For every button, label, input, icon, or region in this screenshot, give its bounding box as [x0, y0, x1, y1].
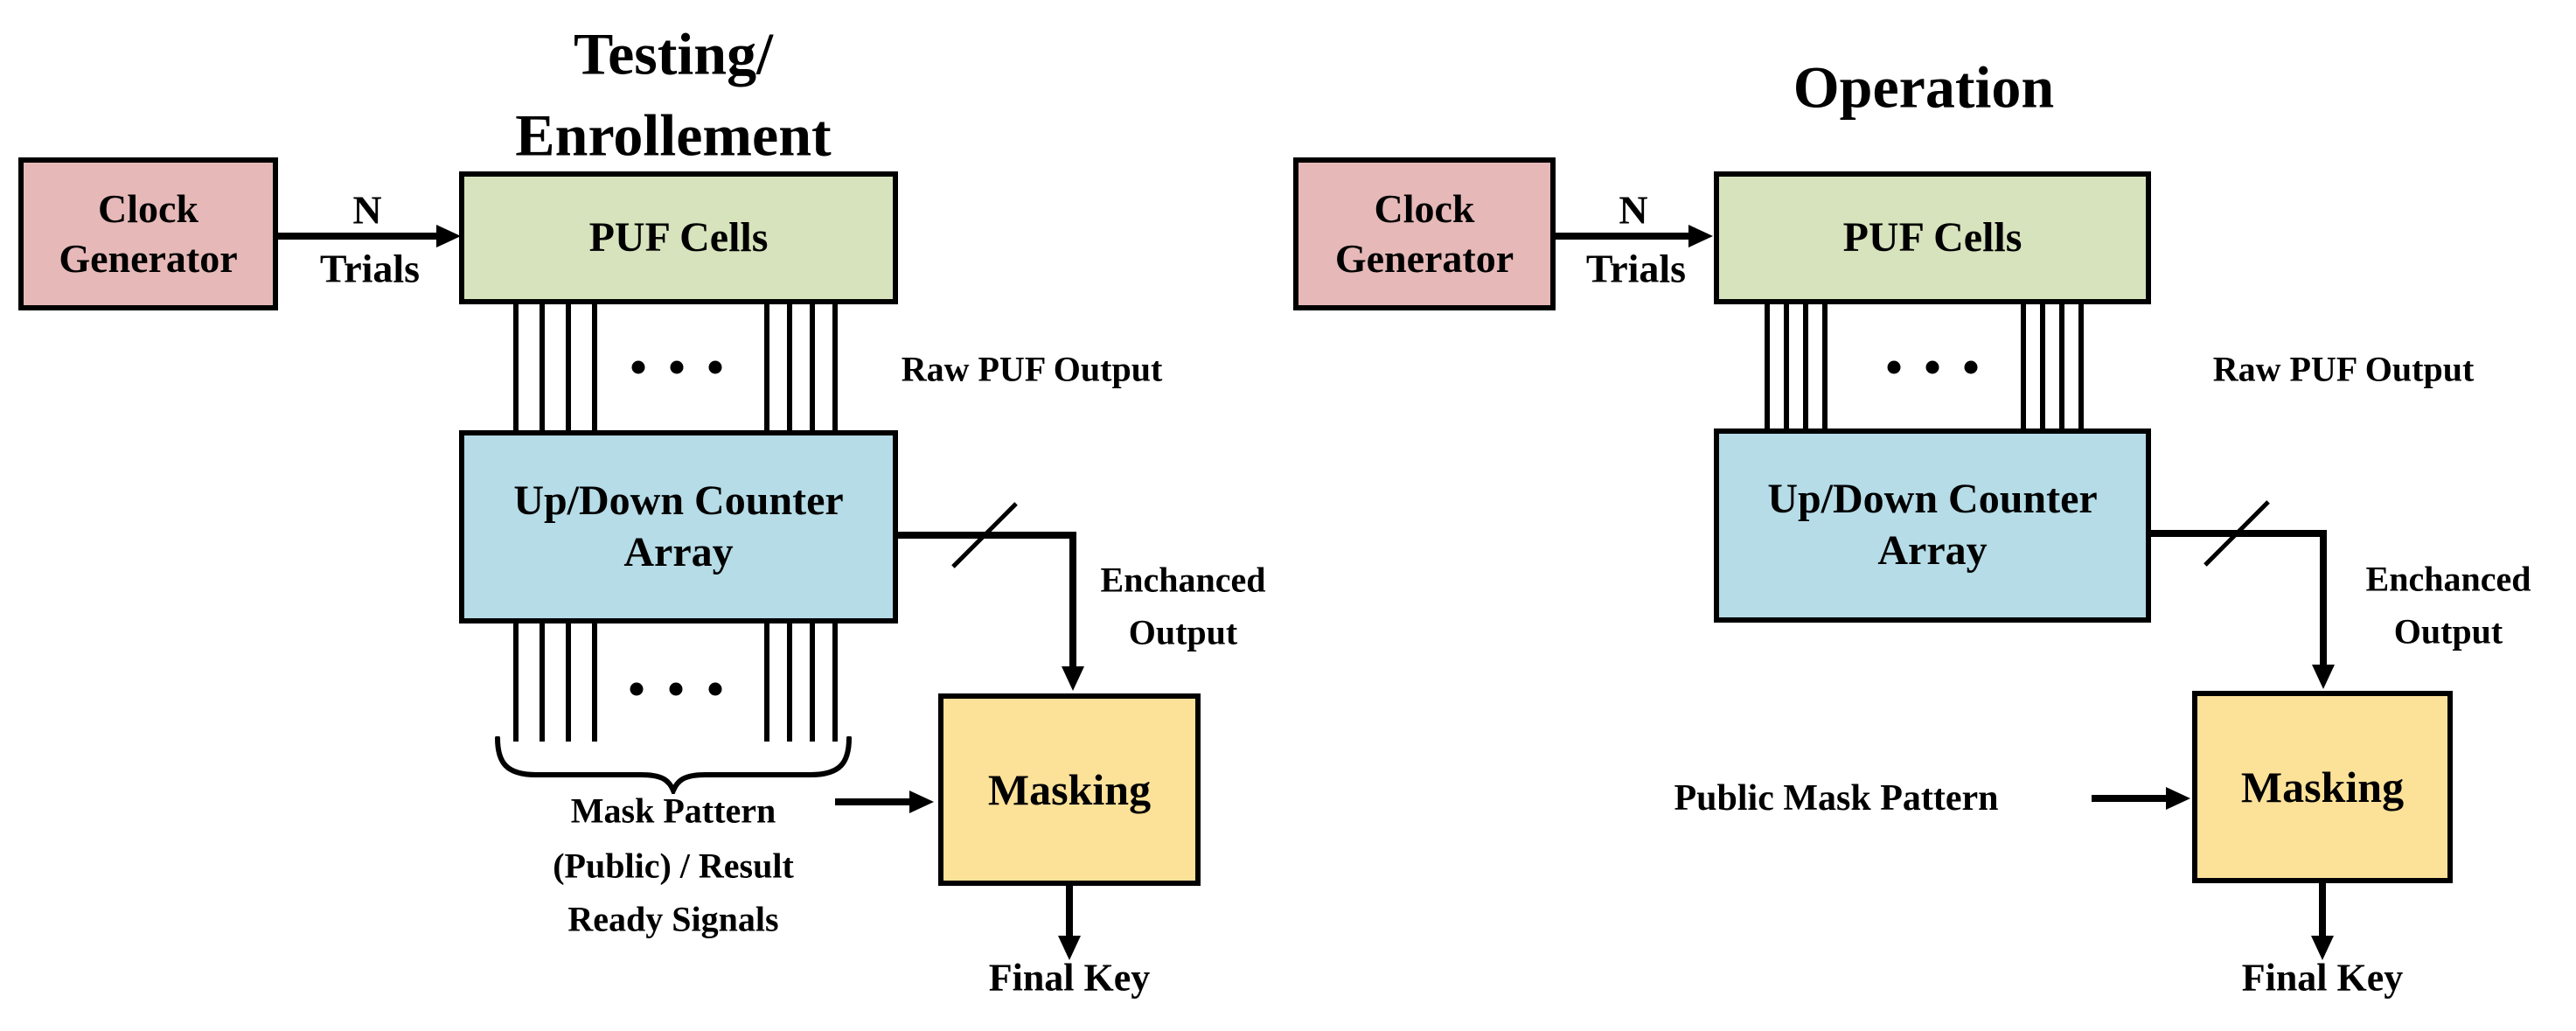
ellipsis-dot: [1964, 360, 1978, 374]
bus-line: [540, 623, 545, 742]
masking-label: Masking: [2240, 762, 2405, 812]
counter-label-line1: Up/Down Counter: [513, 477, 844, 524]
bus-line: [832, 623, 838, 742]
bus-line: [764, 623, 769, 742]
ellipsis-dot: [631, 360, 645, 374]
counter-label-line1: Up/Down Counter: [1767, 476, 2098, 523]
ellipsis-dot: [669, 682, 683, 696]
mask-pattern-label-line3: Ready Signals: [567, 899, 779, 939]
raw-puf-output-label: Raw PUF Output: [901, 349, 1163, 389]
right-panel-title: Operation: [1793, 53, 2055, 121]
ellipsis-dot: [1925, 360, 1939, 374]
bus-line: [1784, 304, 1789, 428]
bus-line: [540, 304, 545, 430]
masking-box: Masking: [2192, 691, 2453, 883]
enhanced-output-arrow-vsegment: [2320, 530, 2327, 668]
enhanced-output-label-line1: Enchanced: [1100, 560, 1266, 600]
left-panel-title-line2: Enrollement: [515, 101, 832, 169]
trials-label: Trials: [1585, 246, 1687, 291]
clock-generator-box: Clock Generator: [18, 157, 278, 310]
bus-line: [810, 304, 815, 430]
raw-puf-output-label: Raw PUF Output: [2212, 349, 2475, 389]
ellipsis-dot: [708, 360, 722, 374]
left-panel-title-line1: Testing/: [573, 20, 774, 87]
bus-line: [787, 304, 792, 430]
underbrace-icon: [495, 736, 852, 794]
puf-cells-label: PUF Cells: [1842, 213, 2023, 261]
masking-label: Masking: [987, 764, 1152, 814]
clock-generator-label-line2: Generator: [59, 235, 238, 281]
enhanced-output-label-line1: Enchanced: [2365, 559, 2531, 599]
trials-label: Trials: [319, 246, 421, 291]
mask-pattern-arrowhead-icon: [2166, 787, 2190, 810]
final-key-label: Final Key: [2241, 956, 2404, 1000]
public-mask-pattern-label: Public Mask Pattern: [1674, 778, 1999, 819]
mask-pattern-label-line1: Mask Pattern: [570, 791, 776, 831]
ellipsis-dot: [1887, 360, 1901, 374]
bus-line: [764, 304, 769, 430]
final-key-arrow-shaft: [1066, 886, 1073, 938]
updown-counter-array-box: Up/Down Counter Array: [459, 430, 898, 623]
enhanced-output-arrowhead-icon: [1062, 666, 1084, 691]
n-trials-arrowhead-icon: [436, 225, 461, 247]
final-key-arrowhead-icon: [2311, 936, 2334, 960]
final-key-label: Final Key: [988, 956, 1151, 1000]
mask-pattern-arrow-shaft: [2092, 795, 2168, 802]
clock-generator-box: Clock Generator: [1293, 157, 1556, 310]
bus-line: [513, 304, 519, 430]
puf-cells-box: PUF Cells: [1714, 171, 2151, 304]
ellipsis-dot: [670, 360, 684, 374]
enhanced-output-arrow-vsegment: [1069, 532, 1076, 670]
puf-cells-label: PUF Cells: [588, 213, 769, 261]
updown-counter-array-box: Up/Down Counter Array: [1714, 428, 2151, 623]
bus-line: [592, 623, 597, 742]
n-label: N: [1619, 187, 1648, 233]
bus-line: [832, 304, 838, 430]
bus-line: [566, 304, 571, 430]
ellipsis-dot: [708, 682, 722, 696]
bus-line: [2021, 304, 2026, 428]
clock-generator-label-line1: Clock: [1374, 186, 1475, 232]
mask-pattern-arrow-shaft: [835, 798, 911, 805]
n-label: N: [352, 187, 382, 233]
clock-generator-label-line2: Generator: [1334, 235, 1514, 281]
enhanced-output-label-line2: Output: [2393, 611, 2503, 651]
mask-pattern-arrowhead-icon: [909, 791, 934, 813]
bus-line: [2040, 304, 2045, 428]
bus-line: [787, 623, 792, 742]
bus-line: [592, 304, 597, 430]
enhanced-output-label-line2: Output: [1128, 612, 1238, 652]
ellipsis-dot: [630, 682, 644, 696]
bus-line: [1803, 304, 1808, 428]
enhanced-output-arrowhead-icon: [2312, 665, 2335, 689]
bus-line: [513, 623, 519, 742]
n-trials-arrowhead-icon: [1688, 225, 1713, 247]
bus-line: [1765, 304, 1770, 428]
counter-label-line2: Array: [1877, 527, 1988, 574]
final-key-arrow-shaft: [2319, 883, 2326, 937]
mask-pattern-label-line2: (Public) / Result: [553, 846, 794, 886]
final-key-arrowhead-icon: [1058, 936, 1081, 960]
n-trials-arrow-shaft: [1556, 233, 1690, 240]
bus-line: [2078, 304, 2084, 428]
bus-line: [566, 623, 571, 742]
n-trials-arrow-shaft: [278, 233, 439, 240]
puf-cells-box: PUF Cells: [459, 171, 898, 304]
bus-line: [2059, 304, 2064, 428]
bus-line: [1822, 304, 1828, 428]
clock-generator-label-line1: Clock: [98, 186, 198, 232]
bus-line: [810, 623, 815, 742]
counter-label-line2: Array: [623, 528, 734, 575]
masking-box: Masking: [938, 693, 1201, 886]
